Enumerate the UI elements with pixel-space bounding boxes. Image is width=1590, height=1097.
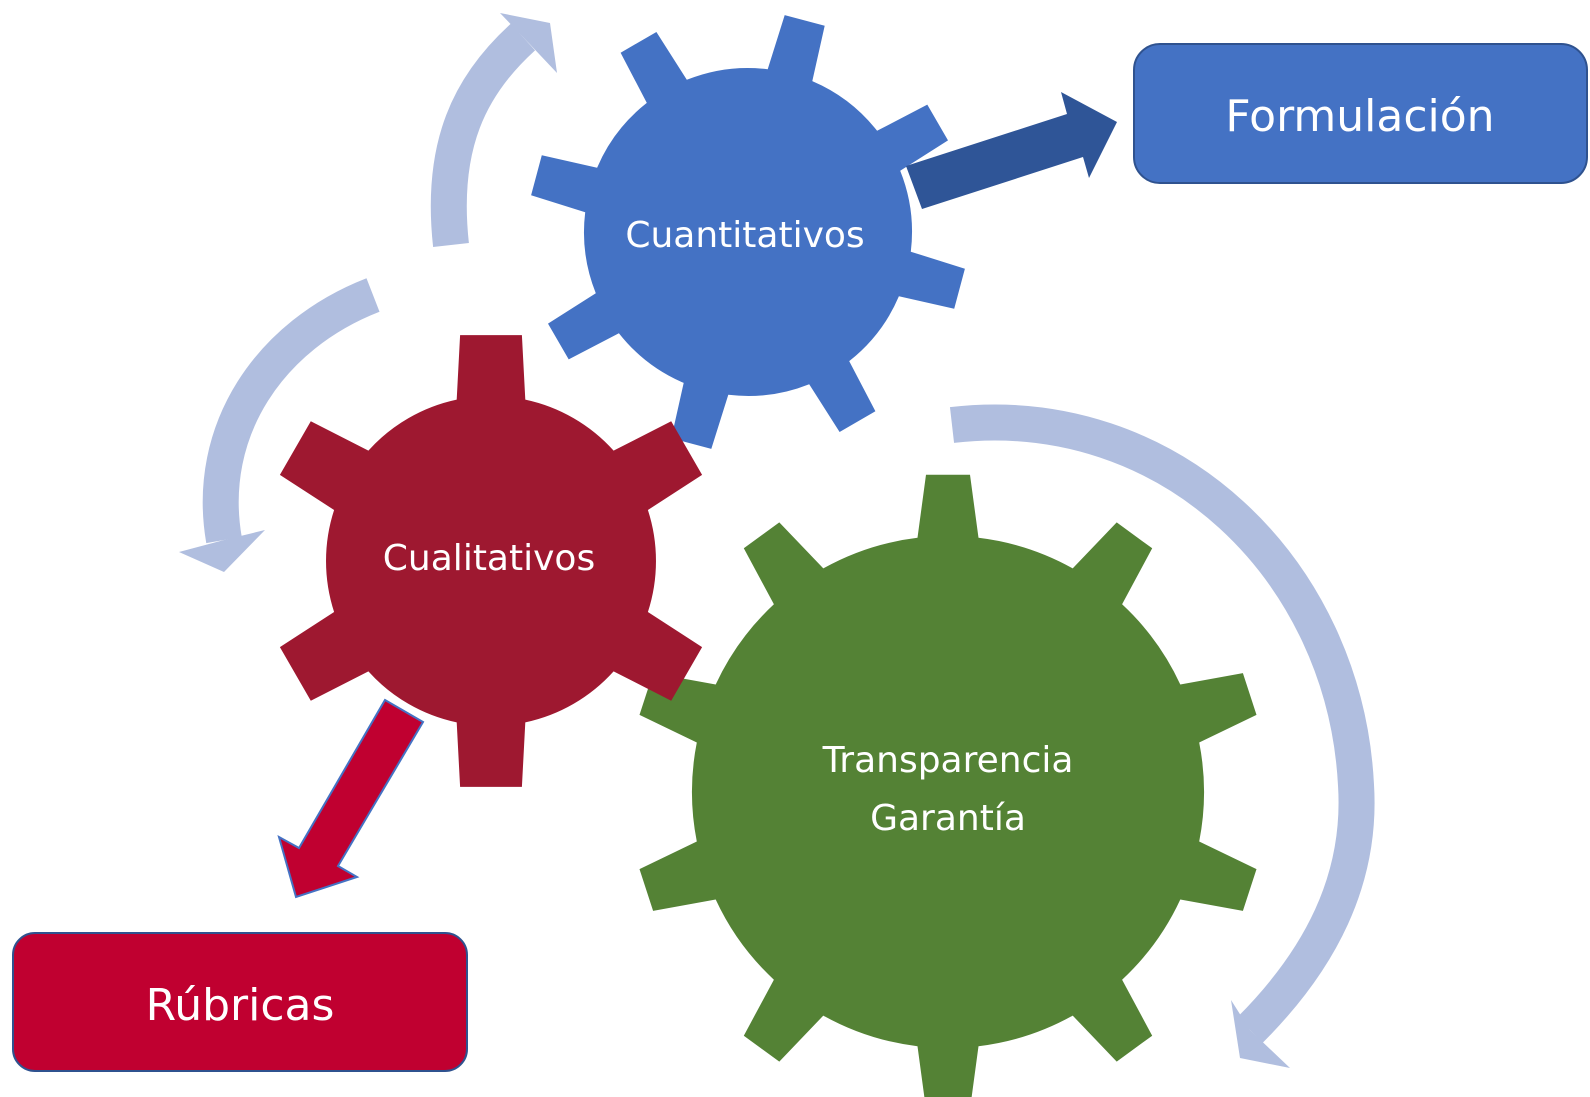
cycle-arrow-right	[949, 404, 1375, 1068]
formulacion-label: Formulación	[1225, 91, 1494, 142]
arrow-to-formulacion	[906, 92, 1117, 209]
cycle-arrow-left	[179, 278, 380, 572]
rubricas-label: Rúbricas	[146, 980, 335, 1031]
arrow-to-rubricas	[277, 698, 425, 899]
cycle-arrow-top	[430, 13, 557, 247]
gear-transparencia	[639, 474, 1257, 1097]
gear-cuantitativos	[531, 15, 965, 449]
gear-cualitativos	[279, 335, 703, 787]
gear-label-cuantitativos: Cuantitativos	[625, 215, 864, 256]
gear-label-transparencia: Transparencia	[822, 740, 1074, 781]
formulacion-box: Formulación	[1133, 43, 1588, 184]
gear-label-cualitativos: Cualitativos	[383, 538, 595, 579]
gear-label-garantia: Garantía	[870, 798, 1026, 839]
rubricas-box: Rúbricas	[12, 932, 468, 1072]
